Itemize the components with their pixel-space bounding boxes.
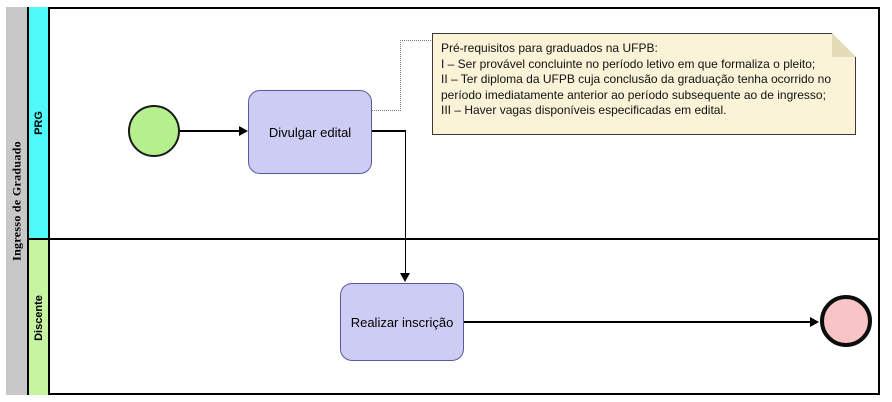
pool-title-label: Ingresso de Graduado [9, 141, 23, 261]
association-divulgar-to-note-h2 [400, 40, 433, 41]
task-realizar-inscricao-label: Realizar inscrição [350, 314, 454, 330]
lane-prg-header: PRG [29, 7, 50, 238]
flow-start-to-divulgar-arrow [239, 125, 248, 136]
lane-prg-label: PRG [32, 110, 45, 135]
flow-divulgar-to-realizar-v [404, 130, 406, 274]
task-realizar-inscricao[interactable]: Realizar inscrição [340, 283, 464, 361]
association-divulgar-to-note-v [400, 40, 401, 111]
flow-divulgar-to-realizar-arrow [400, 273, 410, 282]
lane-prg[interactable]: PRG [29, 7, 880, 240]
flow-divulgar-to-realizar-h [372, 130, 406, 132]
end-event[interactable] [820, 295, 872, 347]
task-divulgar-edital[interactable]: Divulgar edital [248, 90, 372, 174]
task-divulgar-edital-label: Divulgar edital [268, 124, 352, 140]
start-event[interactable] [128, 105, 180, 157]
lane-discente-header: Discente [29, 240, 50, 395]
flow-realizar-to-end-line [464, 321, 813, 323]
text-annotation-pre-requisitos[interactable]: Pré-requisitos para graduados na UFPB: I… [432, 33, 856, 135]
flow-start-to-divulgar-line [180, 130, 239, 132]
flow-realizar-to-end-arrow [810, 316, 819, 327]
note-body [432, 33, 856, 135]
pool-title-bar: Ingresso de Graduado [6, 7, 29, 395]
note-text: Pré-requisitos para graduados na UFPB: I… [441, 41, 832, 117]
association-divulgar-to-note-h1 [372, 110, 401, 111]
lane-discente[interactable]: Discente [29, 240, 880, 395]
lane-discente-label: Discente [32, 294, 45, 341]
